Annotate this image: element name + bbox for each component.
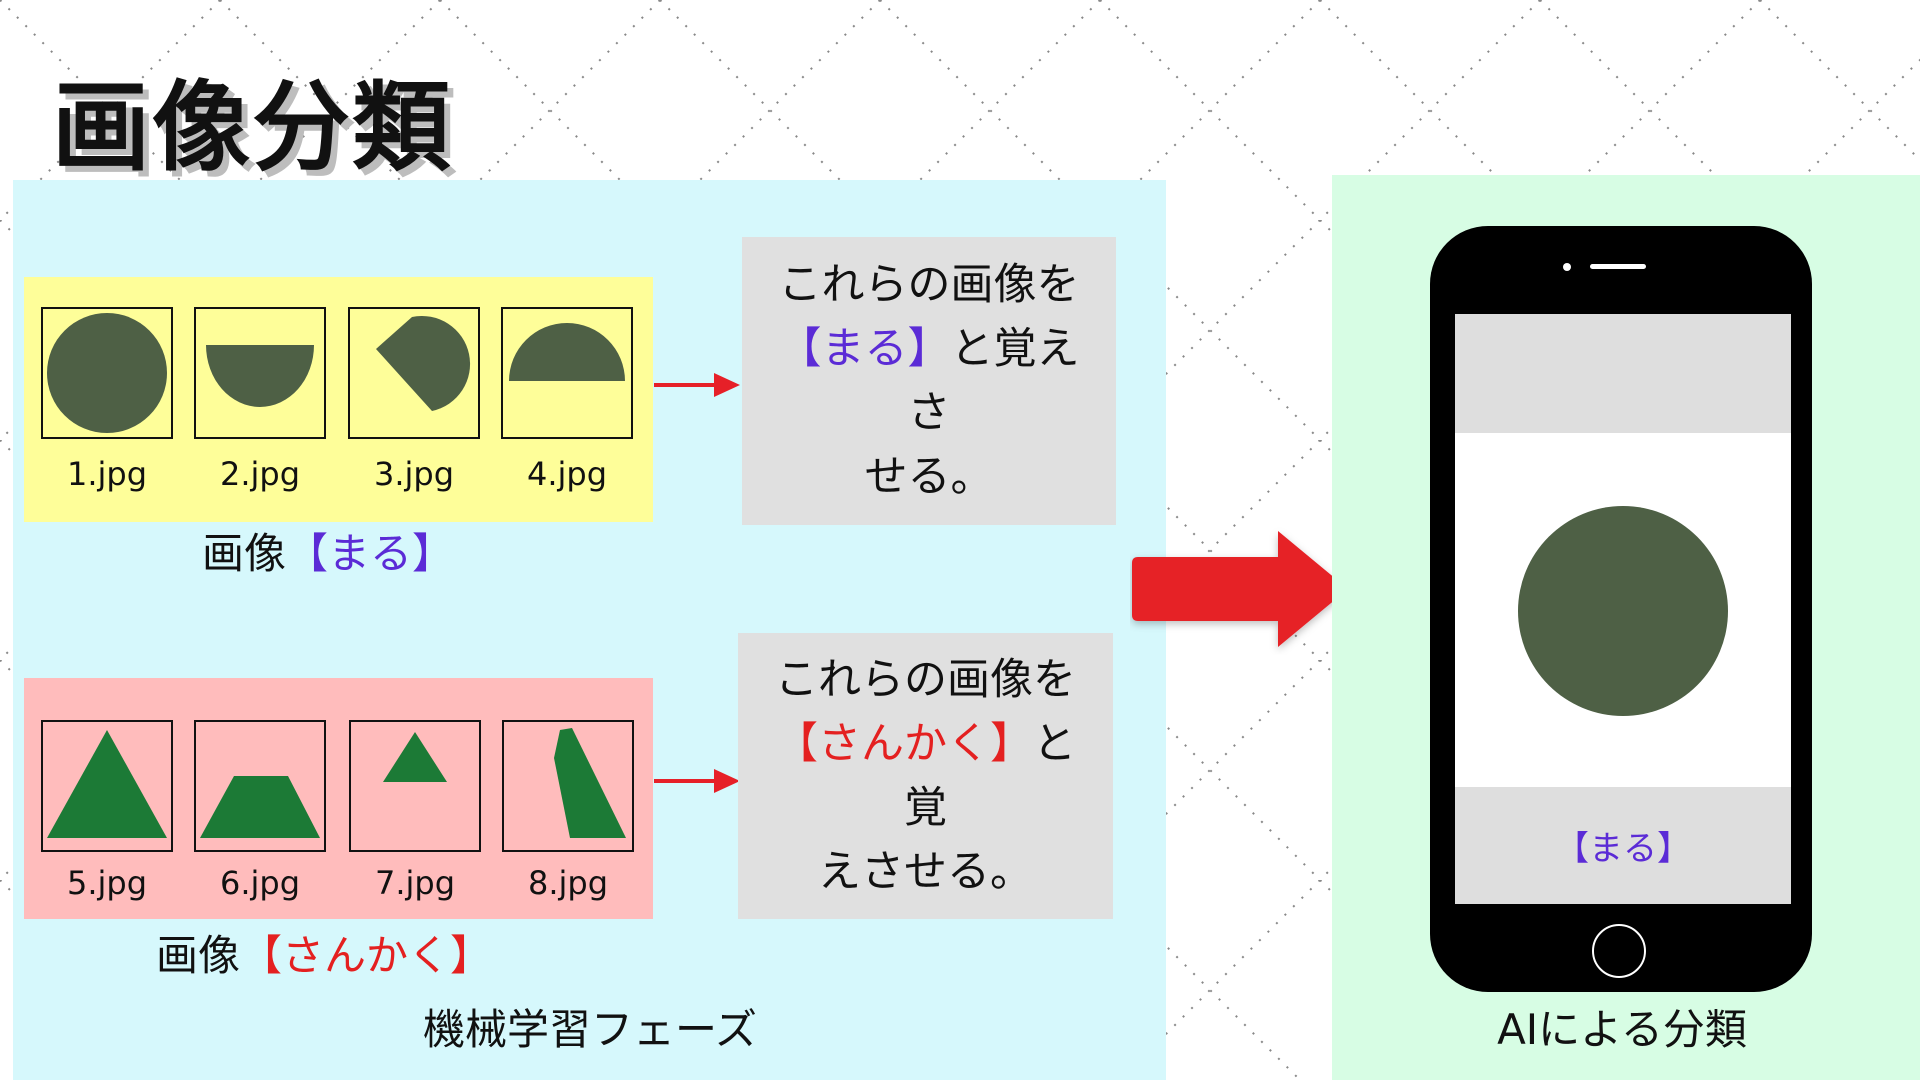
phone-speaker <box>1590 264 1646 269</box>
slanted-quad-shape <box>554 728 626 838</box>
filename-label: 6.jpg <box>219 864 301 902</box>
instruction-text: と覚 <box>904 719 1076 833</box>
smartphone-icon: 【まる】 <box>1430 226 1812 992</box>
arrow-right-icon <box>1132 531 1348 647</box>
circle-shape <box>47 313 167 433</box>
phone-screen: 【まる】 <box>1455 314 1791 904</box>
screen-header <box>1455 314 1791 433</box>
instruction-line: 【さんかく】と覚 <box>758 712 1093 840</box>
classified-circle-image <box>1518 506 1728 716</box>
filename-label: 4.jpg <box>526 455 608 493</box>
thumbnail-3 <box>348 307 480 439</box>
group-label-prefix: 画像 <box>202 529 287 578</box>
trapezoid-shape <box>200 776 320 838</box>
instruction-line: せる。 <box>864 452 994 502</box>
classification-result: 【まる】 <box>1555 829 1691 869</box>
instruction-text: と覚えさ <box>907 324 1080 438</box>
group-label-category: 【さんかく】 <box>240 931 493 980</box>
thumbnail-7 <box>349 720 481 852</box>
semicircle-shape <box>509 323 625 381</box>
thumbnail-4 <box>501 307 633 439</box>
phone-camera <box>1563 263 1571 271</box>
maru-instruction-box: これらの画像を 【まる】と覚えさ せる。 <box>742 237 1116 525</box>
thumbnail-2 <box>194 307 326 439</box>
page-title: 画像分類 <box>52 71 453 185</box>
filename-label: 2.jpg <box>219 455 301 493</box>
small-triangle-shape <box>383 732 447 782</box>
instruction-category: 【まる】 <box>778 324 951 374</box>
filename-label: 8.jpg <box>527 864 609 902</box>
instruction-category: 【さんかく】 <box>775 719 1033 769</box>
thumbnail-1 <box>41 307 173 439</box>
screen-result-area <box>1455 787 1791 904</box>
group-label-prefix: 画像 <box>156 931 241 980</box>
sankaku-group-label: 画像【さんかく】 <box>156 922 492 983</box>
maru-group-label: 画像【まる】 <box>202 520 454 581</box>
learning-phase-caption: 機械学習フェーズ <box>423 1005 757 1054</box>
filename-label: 1.jpg <box>66 455 148 493</box>
filename-label: 3.jpg <box>373 455 455 493</box>
thumbnail-8 <box>502 720 634 852</box>
instruction-line: えさせる。 <box>818 847 1033 897</box>
instruction-line: これらの画像を <box>778 260 1080 310</box>
ai-phase-caption: AIによる分類 <box>1497 1005 1747 1054</box>
phone-home-button <box>1592 924 1646 978</box>
instruction-line: これらの画像を <box>775 655 1076 705</box>
group-label-category: 【まる】 <box>286 529 455 578</box>
filename-label: 5.jpg <box>66 864 148 902</box>
cut-circle-shape <box>376 315 471 411</box>
instruction-line: 【まる】と覚えさ <box>762 317 1096 445</box>
sankaku-instruction-box: これらの画像を 【さんかく】と覚 えさせる。 <box>738 633 1113 919</box>
arrow-right-icon <box>654 769 740 793</box>
bowl-shape <box>206 345 314 407</box>
triangle-shape <box>47 730 167 838</box>
thumbnail-5 <box>41 720 173 852</box>
filename-label: 7.jpg <box>374 864 456 902</box>
thumbnail-6 <box>194 720 326 852</box>
arrow-right-icon <box>654 373 740 397</box>
